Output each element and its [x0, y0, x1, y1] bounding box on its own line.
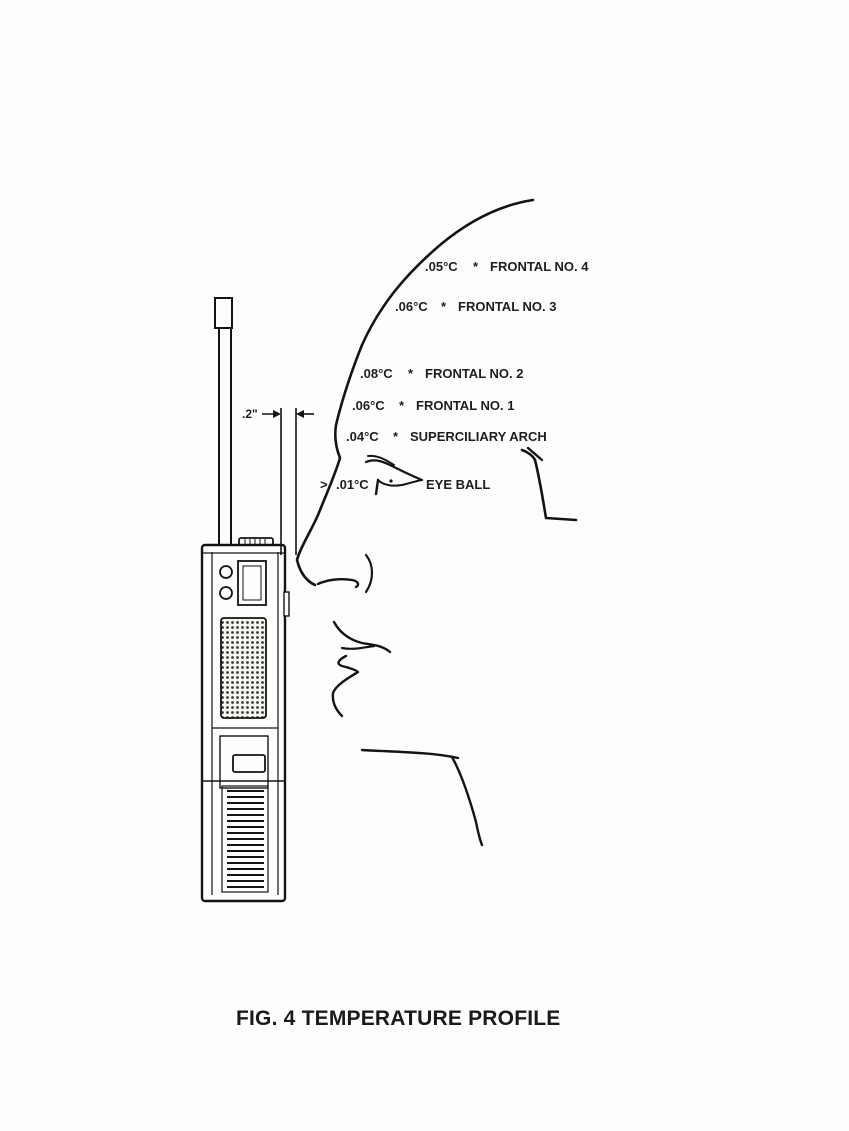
nose-outline — [316, 578, 360, 589]
frontal-2-value: .08°C — [360, 366, 393, 381]
temperature-labels: .05°C * FRONTAL NO. 4 .06°C * FRONTAL NO… — [320, 259, 589, 492]
antenna-tip — [214, 297, 233, 329]
radio-transceiver — [200, 297, 290, 903]
upper-lip — [332, 620, 392, 654]
mouth-line — [340, 644, 376, 650]
dimension-arrow-left — [273, 410, 281, 418]
eyeball-prefix: > — [320, 477, 328, 492]
label-frontal-3: .06°C * FRONTAL NO. 3 — [395, 299, 556, 314]
superciliary-value: .04°C — [346, 429, 379, 444]
speaker-grille — [220, 617, 267, 719]
dimension-arrow-right — [296, 410, 304, 418]
eye-lower-lid — [377, 479, 423, 487]
eyeball-name: EYE BALL — [426, 477, 490, 492]
frontal-3-marker: * — [441, 299, 447, 314]
label-frontal-1: .06°C * FRONTAL NO. 1 — [352, 398, 514, 413]
eye-front — [374, 478, 380, 496]
side-button — [283, 591, 290, 617]
figure-caption: FIG. 4 TEMPERATURE PROFILE — [236, 1007, 561, 1030]
label-eyeball: > .01°C EYE BALL — [320, 477, 490, 492]
frontal-3-value: .06°C — [395, 299, 428, 314]
neck-line — [450, 755, 484, 847]
frontal-4-marker: * — [473, 259, 479, 274]
distance-label: .2" — [242, 407, 258, 421]
lower-lip-chin — [331, 654, 360, 718]
channel-window — [237, 560, 267, 606]
ear-inner — [526, 446, 544, 462]
head-outline — [295, 198, 535, 587]
eye-crease — [367, 454, 395, 466]
ear-outline — [520, 448, 578, 522]
superciliary-marker: * — [393, 429, 399, 444]
distance-dimension: .2" — [242, 407, 314, 555]
control-knob-1 — [219, 565, 233, 579]
battery-vents — [227, 790, 264, 888]
frontal-2-marker: * — [408, 366, 414, 381]
frontal-4-value: .05°C — [425, 259, 458, 274]
frontal-2-name: FRONTAL NO. 2 — [425, 366, 523, 381]
battery-latch — [232, 754, 266, 773]
label-superciliary-arch: .04°C * SUPERCILIARY ARCH — [346, 429, 547, 444]
label-frontal-4: .05°C * FRONTAL NO. 4 — [425, 259, 589, 274]
superciliary-name: SUPERCILIARY ARCH — [410, 429, 547, 444]
nostril-mark — [364, 553, 374, 594]
frontal-1-marker: * — [399, 398, 405, 413]
head-profile — [295, 198, 578, 847]
frontal-4-name: FRONTAL NO. 4 — [490, 259, 589, 274]
frontal-1-name: FRONTAL NO. 1 — [416, 398, 514, 413]
control-knob-2 — [219, 586, 233, 600]
jaw-line — [360, 748, 460, 760]
eye-upper-lid — [364, 459, 424, 482]
eye-drawing — [364, 454, 424, 496]
antenna-shaft — [218, 327, 232, 547]
eyeball-value: .01°C — [336, 477, 369, 492]
eye-pupil — [389, 479, 393, 483]
label-frontal-2: .08°C * FRONTAL NO. 2 — [360, 366, 523, 381]
frontal-1-value: .06°C — [352, 398, 385, 413]
frontal-3-name: FRONTAL NO. 3 — [458, 299, 556, 314]
